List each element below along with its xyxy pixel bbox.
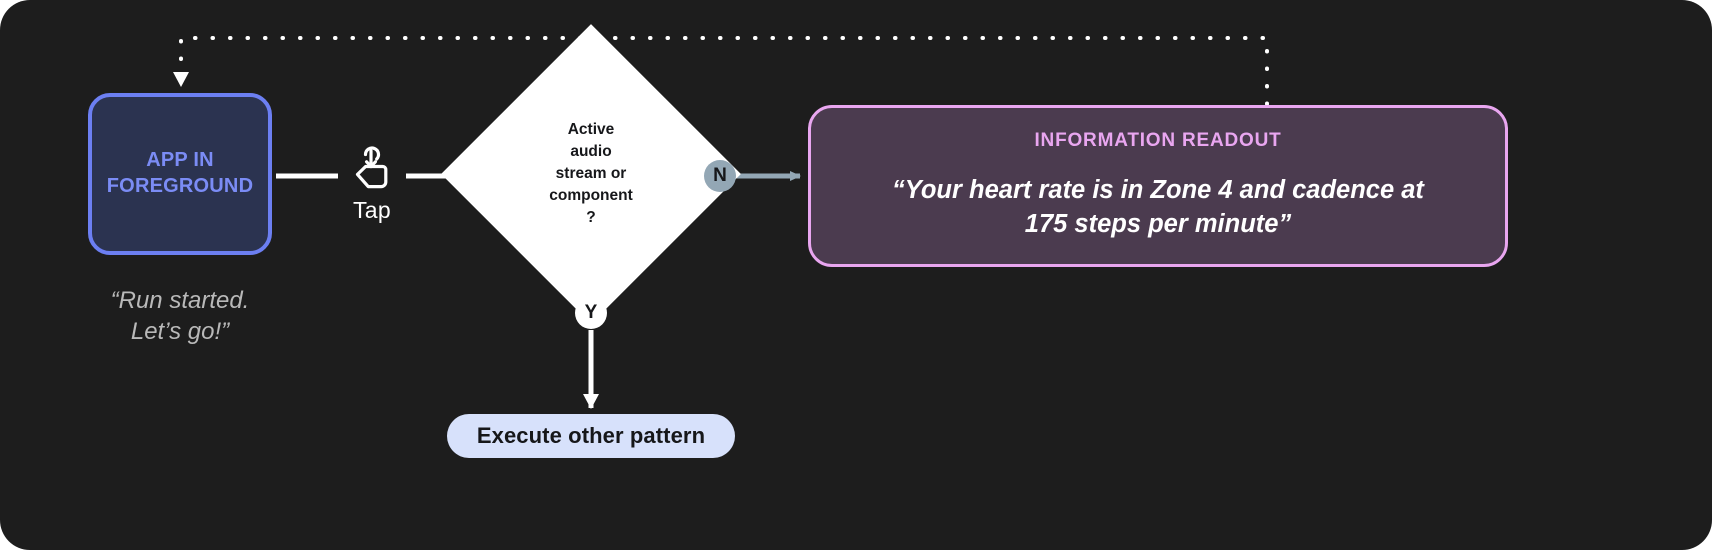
node-execute-other-pattern[interactable]: Execute other pattern xyxy=(447,414,735,458)
gesture-tap: Tap xyxy=(340,145,404,224)
branch-badge-no: N xyxy=(704,160,736,192)
tap-gesture-icon xyxy=(355,146,388,189)
information-readout-body: “Your heart rate is in Zone 4 and cadenc… xyxy=(892,176,1424,238)
node-information-readout[interactable]: INFORMATION READOUT “Your heart rate is … xyxy=(808,105,1508,267)
node-app-in-foreground[interactable]: APP IN FOREGROUND xyxy=(88,93,272,255)
information-readout-title: INFORMATION READOUT xyxy=(1034,130,1282,152)
branch-badge-yes: Y xyxy=(575,297,607,329)
decision-label: Active audio stream or component ? xyxy=(549,121,633,226)
gesture-tap-label: Tap xyxy=(353,197,391,223)
edge-feedback-dotted xyxy=(173,36,1269,106)
execute-other-pattern-label: Execute other pattern xyxy=(476,423,706,448)
node-decision-audio-stream[interactable]: Active audio stream or component ? xyxy=(441,24,741,324)
app-in-foreground-label: APP IN FOREGROUND xyxy=(106,149,254,197)
app-foreground-caption: “Run started. Let’s go!” xyxy=(110,287,250,346)
